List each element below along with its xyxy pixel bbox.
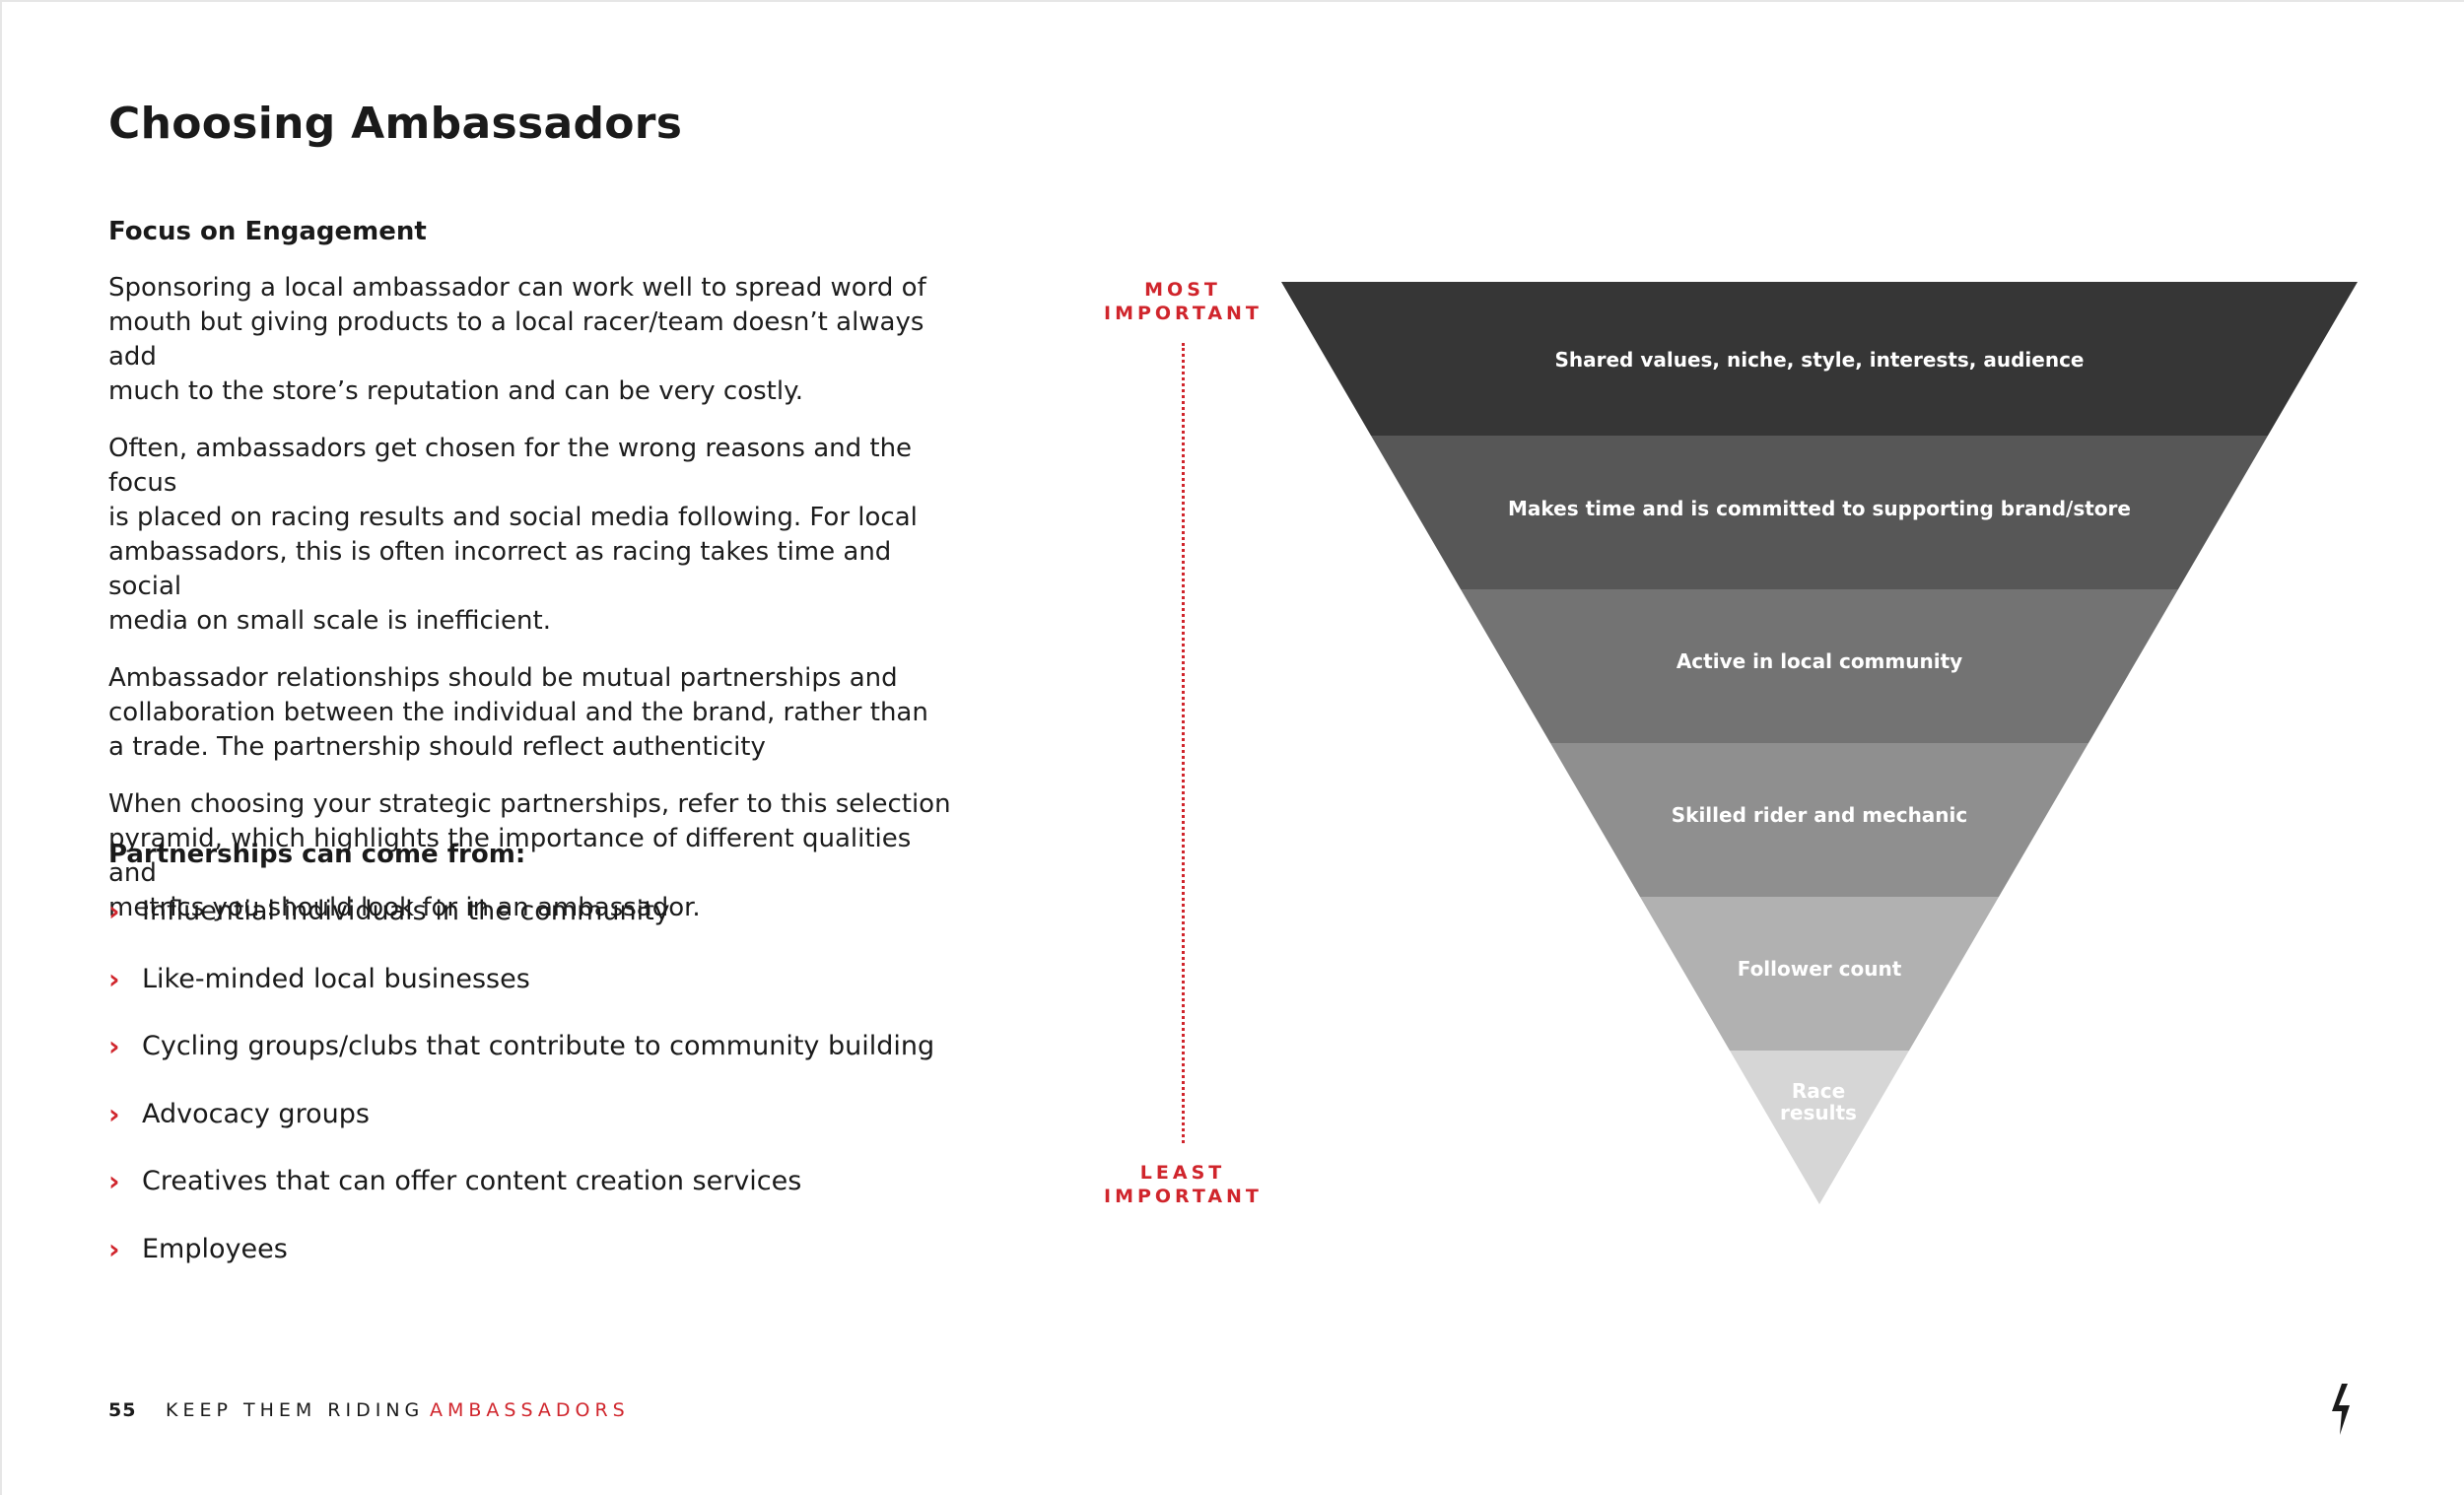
- tier-label-1: Shared values, niche, style, interests, …: [1554, 348, 2085, 372]
- paragraph-1: Sponsoring a local ambassador can work w…: [108, 273, 926, 406]
- tier-label-3: Active in local community: [1676, 649, 1963, 673]
- list-item: › Employees: [108, 1230, 934, 1298]
- chevron-right-icon: ›: [108, 1030, 120, 1062]
- chevron-right-icon: ›: [108, 1165, 120, 1197]
- paragraph-2: Often, ambassadors get chosen for the wr…: [108, 434, 918, 636]
- importance-scale-line: [1182, 343, 1185, 1143]
- specialized-s-logo-icon: [2332, 1384, 2350, 1435]
- selection-pyramid: [1281, 282, 2358, 1204]
- pyramid-tier-3: [1461, 589, 2178, 743]
- most-important-label: MOST IMPORTANT: [1104, 279, 1263, 324]
- chevron-right-icon: ›: [108, 962, 120, 995]
- list-item: › Influential individuals in the communit…: [108, 892, 934, 960]
- least-important-label: LEAST IMPORTANT: [1104, 1162, 1263, 1207]
- list-item: › Like-minded local businesses: [108, 960, 934, 1028]
- body-paragraphs: Sponsoring a local ambassador can work w…: [108, 271, 956, 948]
- partnerships-list: › Influential individuals in the communit…: [108, 892, 934, 1297]
- list-item-label: Like-minded local businesses: [142, 963, 530, 994]
- focus-heading: Focus on Engagement: [108, 217, 427, 246]
- page-number: 55: [108, 1399, 137, 1421]
- paragraph-4: When choosing your strategic partnership…: [108, 789, 951, 922]
- pyramid-tier-2: [1371, 436, 2268, 589]
- list-item-label: Cycling groups/clubs that contribute to …: [142, 1031, 935, 1061]
- pyramid-tier-6: [1730, 1051, 1909, 1204]
- paragraph-3: Ambassador relationships should be mutua…: [108, 663, 928, 762]
- tier-label-6: Race results: [1780, 1079, 1857, 1124]
- tier-label-5: Follower count: [1737, 957, 1902, 981]
- pyramid-tier-1: [1281, 282, 2358, 436]
- list-item-label: Creatives that can offer content creatio…: [142, 1166, 802, 1196]
- list-item: › Advocacy groups: [108, 1095, 934, 1163]
- chevron-right-icon: ›: [108, 1097, 120, 1130]
- pyramid-tier-5: [1640, 897, 1999, 1051]
- chevron-right-icon: ›: [108, 1232, 120, 1265]
- list-item-label: Advocacy groups: [142, 1098, 370, 1129]
- page-title: Choosing Ambassadors: [108, 99, 683, 149]
- chevron-right-icon: ›: [108, 895, 120, 927]
- tier-label-2: Makes time and is committed to supportin…: [1508, 497, 2131, 520]
- list-item-label: Employees: [142, 1233, 288, 1264]
- list-item: › Creatives that can offer content creati…: [108, 1162, 934, 1230]
- list-item: › Cycling groups/clubs that contribute to…: [108, 1027, 934, 1095]
- partnerships-heading: Partnerships can come from:: [108, 840, 526, 869]
- footer-section: KEEP THEM RIDING: [166, 1399, 425, 1421]
- pyramid-tier-4: [1550, 743, 2088, 897]
- list-item-label: Influential individuals in the community: [142, 896, 670, 926]
- tier-label-4: Skilled rider and mechanic: [1671, 803, 1968, 827]
- footer-chapter: AMBASSADORS: [430, 1399, 630, 1421]
